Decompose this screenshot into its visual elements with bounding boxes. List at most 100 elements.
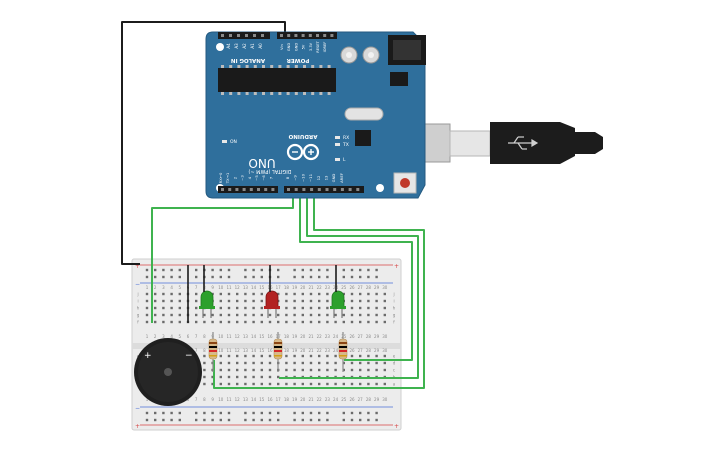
breadboard-hole	[285, 299, 288, 303]
breadboard-hole	[277, 375, 280, 379]
pin	[287, 34, 291, 37]
tx-label: TX	[342, 142, 349, 148]
resistor-3[interactable]	[338, 332, 348, 372]
breadboard-column-label: 13	[243, 285, 249, 290]
breadboard-hole	[326, 382, 329, 386]
breadboard-hole	[162, 313, 165, 317]
pin	[340, 188, 344, 191]
breadboard-hole	[318, 306, 321, 310]
breadboard-hole	[219, 368, 222, 372]
resistor-1[interactable]	[208, 332, 218, 372]
rail-hole	[162, 418, 165, 422]
pin	[253, 34, 256, 37]
breadboard-hole	[252, 361, 255, 365]
breadboard-column-label: 20	[300, 285, 306, 290]
rail-hole	[359, 275, 362, 279]
breadboard-hole	[383, 361, 386, 365]
led-middle[interactable]	[264, 290, 280, 318]
rail-hole	[318, 411, 321, 415]
led-left[interactable]	[199, 290, 215, 318]
breadboard-hole	[375, 382, 378, 386]
rail-hole	[301, 418, 304, 422]
breadboard-hole	[326, 320, 329, 324]
rail-hole	[277, 411, 280, 415]
breadboard-hole	[334, 382, 337, 386]
breadboard-hole	[170, 320, 173, 324]
breadboard-column-label: 16	[267, 397, 273, 402]
breadboard-hole	[277, 313, 280, 317]
rail-hole	[350, 411, 354, 415]
breadboard-hole	[236, 368, 239, 372]
breadboard-column-label: 27	[358, 397, 364, 402]
breadboard-column-label: 23	[325, 285, 331, 290]
led-right[interactable]	[330, 290, 346, 318]
breadboard-hole	[244, 368, 247, 372]
breadboard-column-label: 18	[284, 285, 290, 290]
breadboard-hole	[145, 299, 149, 303]
rail-hole	[203, 418, 206, 422]
rail-minus-bottom: −	[135, 405, 140, 412]
breadboard-hole	[252, 354, 255, 358]
breadboard-hole	[252, 382, 255, 386]
breadboard-column-label: 7	[195, 348, 198, 353]
breadboard-column-label: 10	[218, 334, 224, 339]
breadboard-hole	[236, 292, 239, 296]
power-pin-label: Vin	[280, 44, 284, 50]
pin	[228, 188, 232, 191]
breadboard-hole	[285, 306, 288, 310]
piezo-buzzer[interactable]: + −	[134, 338, 202, 406]
resistor-2[interactable]	[273, 332, 283, 372]
breadboard-hole	[203, 375, 206, 379]
rail-hole	[195, 275, 198, 279]
breadboard-row-label: a	[393, 382, 396, 387]
breadboard-hole	[268, 313, 272, 317]
breadboard-hole	[252, 375, 255, 379]
breadboard-column-label: 29	[374, 348, 380, 353]
rail-hole	[375, 418, 378, 422]
power-pin-label: GND	[294, 43, 298, 51]
breadboard-hole	[260, 313, 263, 317]
breadboard-hole	[375, 306, 378, 310]
pin	[261, 34, 264, 37]
rail-plus-top-right: +	[394, 263, 399, 270]
rail-hole	[178, 275, 181, 279]
digital-pin-label: 8	[285, 176, 290, 179]
rail-hole	[309, 411, 313, 415]
rail-hole	[227, 275, 231, 279]
reset-button[interactable]	[393, 172, 417, 194]
breadboard-hole	[293, 313, 296, 317]
breadboard-hole	[277, 320, 280, 324]
digital-pin-label: 7	[268, 176, 273, 179]
pin	[310, 188, 314, 191]
analog-pin-label: A0	[258, 43, 263, 49]
pin	[330, 34, 334, 37]
breadboard-column-label: 8	[203, 397, 206, 402]
rail-hole	[244, 418, 247, 422]
chip-leg	[286, 92, 290, 95]
breadboard-row-label: h	[393, 306, 396, 311]
breadboard-hole	[359, 320, 362, 324]
rail-hole	[326, 268, 329, 272]
breadboard-hole	[359, 368, 362, 372]
rail-hole	[350, 275, 354, 279]
breadboard-hole	[219, 375, 222, 379]
breadboard-hole	[227, 292, 231, 296]
breadboard-column-label: 21	[308, 334, 314, 339]
breadboard-column-label: 11	[226, 348, 232, 353]
rail-hole	[211, 275, 214, 279]
rail-hole	[227, 268, 231, 272]
breadboard-column-label: 30	[382, 285, 388, 290]
breadboard-hole	[162, 306, 165, 310]
breadboard-row-label: i	[137, 299, 138, 304]
pin	[280, 34, 283, 37]
rail-hole	[195, 268, 198, 272]
breadboard-hole	[367, 382, 370, 386]
breadboard-hole	[203, 313, 206, 317]
digital-header-low	[218, 186, 278, 193]
rail-hole	[252, 275, 255, 279]
digital-pin-label: GND	[331, 174, 336, 183]
rail-hole	[154, 268, 157, 272]
buzzer-plus-label: +	[144, 351, 152, 361]
chip-leg	[311, 92, 315, 95]
